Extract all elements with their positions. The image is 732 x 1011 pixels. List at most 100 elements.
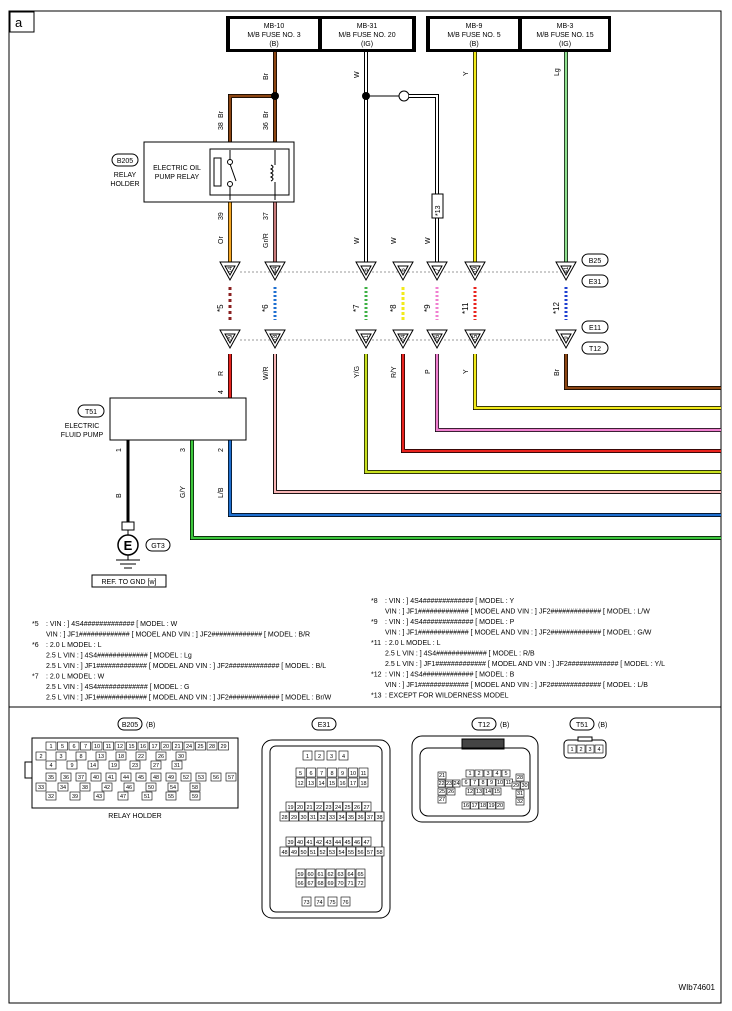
e31-cell: 13 bbox=[306, 777, 316, 788]
label-grr: Gr/R bbox=[263, 233, 270, 248]
svg-text:14: 14 bbox=[90, 763, 96, 769]
svg-text:65: 65 bbox=[357, 872, 363, 878]
svg-text:34: 34 bbox=[338, 815, 344, 821]
e31-cell: 45 bbox=[342, 836, 353, 847]
e31-cell: 35 bbox=[346, 811, 356, 822]
t12-cell: 20 bbox=[495, 801, 505, 810]
panel-label: a bbox=[15, 15, 23, 30]
footnote-mark: *7 bbox=[32, 674, 39, 681]
b25-pin: 14 bbox=[219, 261, 241, 282]
svg-text:6: 6 bbox=[309, 771, 312, 777]
footnote-text: VIN : ] JF1############# [ MODEL AND VIN… bbox=[385, 682, 648, 689]
note-13-tag: *13 bbox=[431, 193, 444, 219]
t12-cell: 27 bbox=[437, 795, 447, 804]
footnote-mark: *5 bbox=[32, 621, 39, 628]
svg-text:34: 34 bbox=[60, 785, 66, 791]
ground-symbol: E bbox=[124, 538, 133, 553]
pump-t51: T51 ELECTRIC FLUID PUMP 4 1 3 2 bbox=[61, 390, 247, 452]
label-br-low: Br bbox=[554, 368, 561, 376]
e31-cell: 39 bbox=[285, 836, 296, 847]
label-or: Or bbox=[218, 236, 225, 244]
t12-cell: 12 bbox=[465, 787, 475, 796]
svg-text:27: 27 bbox=[363, 805, 369, 811]
b25-pin: 6 bbox=[355, 261, 377, 282]
svg-text:32: 32 bbox=[319, 815, 325, 821]
label-r: R bbox=[218, 371, 225, 376]
svg-text:25: 25 bbox=[439, 789, 445, 795]
dashed-segments bbox=[228, 287, 568, 320]
e31-cell: 40 bbox=[295, 836, 305, 847]
fuse-mb31-power: (IG) bbox=[361, 41, 373, 48]
fuse-mb10-power: (B) bbox=[269, 41, 278, 48]
wire-br-feed bbox=[228, 52, 279, 150]
footnote-text: VIN : ] JF1############# [ MODEL AND VIN… bbox=[46, 632, 310, 639]
footnote-text: 2.5 L VIN : ] JF1############# [ MODEL A… bbox=[385, 661, 665, 668]
b205-cell: 41 bbox=[105, 772, 117, 782]
connector-view-id: E31 bbox=[318, 722, 331, 729]
e31-cell: 25 bbox=[342, 801, 353, 812]
b205-cell: 56 bbox=[210, 772, 222, 782]
svg-text:54: 54 bbox=[338, 850, 344, 856]
svg-text:31: 31 bbox=[174, 763, 180, 769]
e31-cell: 58 bbox=[374, 846, 385, 857]
svg-text:41: 41 bbox=[306, 840, 312, 846]
t12-cell: 15 bbox=[492, 787, 502, 796]
footnote-text: : VIN : ] 4S4############# [ MODEL : P bbox=[385, 619, 515, 626]
b25-pin: 6 bbox=[392, 261, 414, 282]
e31-cell: 43 bbox=[323, 836, 334, 847]
svg-text:28: 28 bbox=[517, 775, 523, 781]
svg-text:8: 8 bbox=[481, 780, 484, 786]
footnote-text: 2.5 L VIN : ] 4S4############# [ MODEL :… bbox=[46, 684, 189, 691]
e31-cell: 36 bbox=[355, 811, 366, 822]
b205-cell: 4 bbox=[45, 760, 57, 770]
wires-lower bbox=[126, 354, 721, 540]
svg-text:58: 58 bbox=[376, 850, 382, 856]
t12-cell: 6 bbox=[461, 778, 471, 787]
note-6-mark: *6 bbox=[261, 304, 270, 312]
t12-cell: 30 bbox=[520, 781, 529, 790]
svg-text:6: 6 bbox=[72, 744, 75, 750]
t12-cell: 22 bbox=[437, 779, 446, 788]
svg-text:9: 9 bbox=[341, 771, 344, 777]
svg-text:13: 13 bbox=[308, 781, 314, 787]
b205-cell: 59 bbox=[189, 791, 201, 801]
svg-text:50: 50 bbox=[300, 850, 306, 856]
e31-cell: 30 bbox=[298, 811, 309, 822]
e31-cell: 56 bbox=[355, 846, 366, 857]
svg-text:8: 8 bbox=[330, 771, 333, 777]
svg-text:56: 56 bbox=[357, 850, 363, 856]
b205-cell: 17 bbox=[149, 741, 160, 751]
footnote-text: : VIN : ] 4S4############# [ MODEL : Y bbox=[385, 598, 515, 605]
pump-pin-2: 2 bbox=[218, 448, 225, 452]
b205-cell: 16 bbox=[137, 741, 149, 751]
footnote-text: 2.5 L VIN : ] JF1############# [ MODEL A… bbox=[46, 663, 326, 670]
label-br-36: Br bbox=[263, 110, 270, 118]
svg-text:32: 32 bbox=[48, 794, 54, 800]
e11-pin: 24 bbox=[392, 329, 414, 350]
fuse-mb10-name: MB-10 bbox=[264, 23, 285, 30]
svg-text:50: 50 bbox=[148, 785, 154, 791]
t12-cell: 1 bbox=[465, 769, 475, 778]
e31-cell: 5 bbox=[295, 767, 306, 778]
svg-text:37: 37 bbox=[367, 815, 373, 821]
e31-cell: 66 bbox=[295, 877, 306, 888]
b205-cell: 51 bbox=[141, 791, 153, 801]
svg-text:20: 20 bbox=[497, 803, 503, 809]
footnotes-left: *5: VIN : ] 4S4############# [ MODEL : W… bbox=[32, 621, 332, 702]
footnote-text: 2.5 L VIN : ] 4S4############# [ MODEL :… bbox=[46, 653, 192, 660]
svg-text:64: 64 bbox=[347, 872, 353, 878]
b205-cell: 6 bbox=[68, 741, 80, 751]
connector-view-id: T51 bbox=[576, 722, 588, 729]
svg-text:14: 14 bbox=[485, 789, 491, 795]
t12-cell: 9 bbox=[487, 778, 496, 787]
b25-pin-label: 14 bbox=[228, 266, 234, 273]
e31-cell: 37 bbox=[365, 811, 375, 822]
tag-e11: E11 bbox=[589, 325, 601, 332]
relay-b205: ELECTRIC OIL PUMP RELAY bbox=[143, 141, 295, 203]
svg-text:16: 16 bbox=[339, 781, 345, 787]
svg-text:19: 19 bbox=[488, 803, 494, 809]
e11-pin: 15 bbox=[464, 329, 486, 350]
b205-cell: 43 bbox=[93, 791, 105, 801]
label-ry: R/Y bbox=[391, 366, 398, 378]
svg-text:33: 33 bbox=[38, 785, 44, 791]
